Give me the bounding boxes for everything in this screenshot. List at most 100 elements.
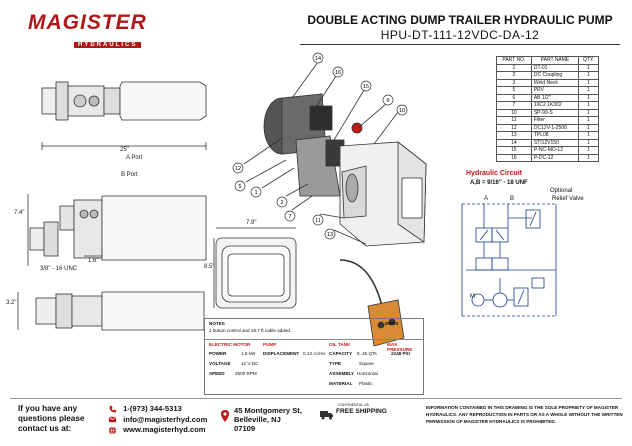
circuit-title: Hydraulic Circuit	[466, 170, 523, 177]
table-cell: SP-90-S	[530, 108, 580, 117]
power-label: POWER	[209, 351, 227, 356]
control-pendant	[339, 259, 405, 347]
table-cell: 1	[578, 93, 599, 102]
callout-circle	[276, 196, 288, 208]
table-cell: DT-01	[530, 63, 580, 72]
callout-circle	[232, 162, 244, 174]
website-link[interactable]: www.magisterhyd.com	[123, 425, 206, 434]
table-cell: 1	[578, 78, 599, 87]
table-cell: 1	[578, 146, 599, 155]
title-divider	[300, 44, 620, 45]
callout-circle	[332, 66, 344, 78]
table-cell: TPL08	[530, 131, 580, 140]
logo-wordmark: MAGISTER	[28, 11, 147, 34]
contact-prompt: If you have any questions please contact…	[18, 404, 85, 433]
top-view	[41, 81, 207, 150]
port-b-label: B Port	[121, 172, 138, 178]
callout-number: 1	[254, 190, 257, 196]
table-cell: 1	[578, 123, 599, 132]
isometric-view	[263, 93, 427, 247]
table-cell: 10	[496, 108, 532, 117]
callout-number: 10	[399, 108, 405, 114]
type-label: TYPE	[329, 361, 341, 366]
table-cell: 11	[496, 116, 532, 125]
dim-length: 25"	[120, 147, 129, 153]
email-row[interactable]: info@magisterhyd.com	[108, 415, 207, 426]
table-cell: 1	[578, 108, 599, 117]
notes-divider	[205, 339, 423, 340]
bottom-view	[17, 291, 205, 331]
port-a-label: A Port	[126, 155, 143, 161]
callout-number: 16	[335, 70, 341, 76]
truck-icon	[320, 411, 333, 420]
table-cell: DC12V-1-2500	[530, 123, 580, 132]
notes-text: 2 button control and 19.7 ft cable added…	[209, 328, 292, 333]
location-pin-icon	[221, 410, 229, 422]
callout-circle	[360, 80, 372, 92]
table-cell: P-DC-12	[530, 153, 580, 162]
voltage-label: VOLTAGE	[209, 361, 231, 366]
callout-circle	[396, 104, 408, 116]
callout-circle	[312, 52, 324, 64]
dim-side-height: 8.5"	[204, 264, 215, 270]
hydraulic-circuit-diagram	[461, 203, 557, 317]
table-cell: 1	[578, 116, 599, 125]
phone-number[interactable]: 1-(973) 344-5313	[123, 404, 182, 413]
table-cell: 1	[496, 63, 532, 72]
assembly-value: Horizontal	[357, 371, 378, 376]
table-cell: Weld Neck	[530, 78, 580, 87]
material-label: MATERIAL	[329, 381, 353, 386]
table-cell: 2	[496, 71, 532, 80]
table-cell: 10C2.1K302	[530, 101, 580, 110]
model-number: HPU-DT-111-12VDC-DA-12	[380, 28, 540, 42]
voltage-value: 12 V DC	[241, 361, 259, 366]
displacement-value: 0.13 cc/rev	[303, 351, 326, 356]
contact-list: 1-(973) 344-5313 info@magisterhyd.com ww…	[108, 404, 207, 436]
circuit-port-spec: A,B = 9/16" - 18 UNF	[470, 180, 528, 186]
parts-header-2: QTY.	[578, 56, 599, 65]
table-cell: 7	[496, 101, 532, 110]
table-cell: 15	[496, 146, 532, 155]
power-value: 1.6 kW	[241, 351, 256, 356]
callout-number: 11	[315, 218, 321, 224]
logo-tagline: HYDRAULICS	[74, 42, 142, 48]
callout-circle	[382, 94, 394, 106]
parts-header-0: PART NO.	[496, 56, 532, 65]
phone-row[interactable]: 1-(973) 344-5313	[108, 404, 207, 415]
port-a-circuit-label: A	[484, 196, 489, 202]
table-cell: 1	[578, 131, 599, 140]
displacement-label: DISPLACEMENT	[263, 351, 300, 356]
oil-tank-heading: OIL TANK	[329, 342, 351, 347]
web-row[interactable]: www.magisterhyd.com	[108, 425, 207, 436]
material-value: Plastic	[359, 381, 373, 386]
table-cell: 1	[578, 138, 599, 147]
spec-block: NOTES MASS 2 button control and 19.7 ft …	[204, 318, 424, 395]
table-cell: Filter	[530, 116, 580, 125]
table-cell: 1	[578, 71, 599, 80]
optional-label: Optional	[550, 188, 573, 194]
relief-valve-label: Relief Valve	[552, 196, 584, 202]
dim-port-thread: 3/8" - 16 UNC	[40, 266, 78, 272]
pressure-value: 2248 PSI	[391, 351, 410, 356]
callout-circle	[250, 186, 262, 198]
company-logo: MAGISTER HYDRAULICS	[28, 11, 154, 48]
callout-number: 12	[235, 166, 241, 172]
table-cell: STI12V150	[530, 138, 580, 147]
email-link[interactable]: info@magisterhyd.com	[123, 414, 208, 424]
table-cell: DC Coupling	[530, 71, 580, 80]
callout-circle	[234, 180, 246, 192]
table-cell: PRV	[530, 86, 580, 95]
table-cell: 1	[578, 153, 599, 162]
table-cell: 14	[496, 138, 532, 147]
capacity-value: 8 .45 QTs	[357, 351, 377, 356]
globe-icon	[108, 426, 117, 434]
speed-value: 2500 RPM	[235, 371, 257, 376]
